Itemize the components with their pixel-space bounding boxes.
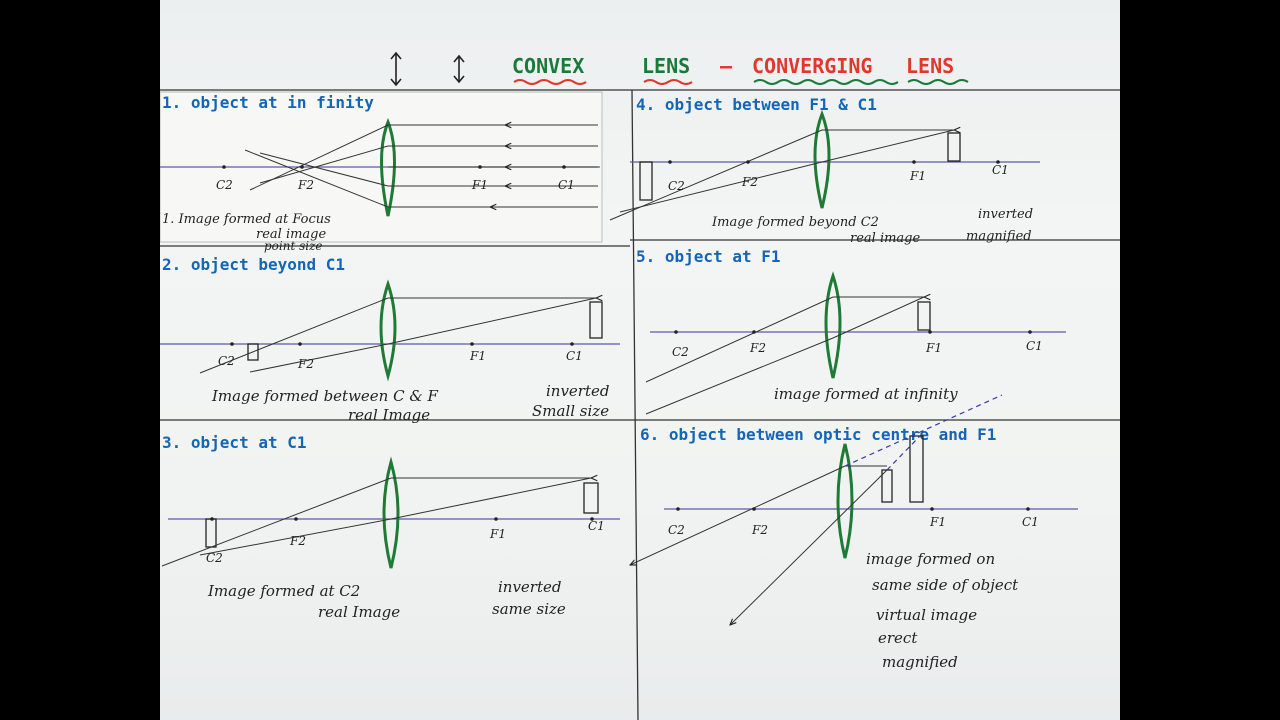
point-f1: F1 [469, 349, 486, 363]
panel-1-heading: 1. object at in finity [162, 93, 374, 112]
panel-1-note-1: 1. Image formed at Focus [162, 212, 331, 227]
point-c2: C2 [672, 345, 689, 359]
panel-4-note-4: magnified [966, 229, 1032, 244]
convex-lens-icon [813, 109, 831, 209]
panel-6-note-2: same side of object [872, 576, 1019, 594]
double-arrow-icon [390, 51, 402, 87]
point-f2: F2 [297, 178, 314, 192]
point-f1: F1 [925, 341, 942, 355]
object-arrow [583, 482, 599, 514]
convex-lens-icon [836, 443, 854, 559]
title-dash: – [720, 54, 733, 78]
panel-3-object-at-c1: 3. object at C1 F2 F1 C1 C2 Image formed… [161, 433, 620, 621]
panel-6-note-5: magnified [882, 653, 958, 671]
panel-3-note-1: Image formed at C2 [207, 582, 360, 600]
panel-4-note-2: real image [850, 231, 921, 246]
object-arrow [917, 301, 931, 331]
point-c2: C2 [668, 523, 685, 537]
point-f1: F1 [909, 169, 926, 183]
point-c1: C1 [1022, 515, 1039, 529]
panel-5-heading: 5. object at F1 [636, 247, 781, 266]
point-c1: C1 [992, 163, 1009, 177]
double-arrow-icon [453, 54, 465, 84]
title-lens-1: LENS [642, 54, 690, 78]
panel-3-heading: 3. object at C1 [162, 433, 307, 452]
title-convex: CONVEX [512, 54, 584, 78]
panel-3-note-2: real Image [318, 603, 400, 621]
point-f1: F1 [471, 178, 488, 192]
point-f2: F2 [741, 175, 758, 189]
point-f1: F1 [489, 527, 506, 541]
point-f2: F2 [751, 523, 768, 537]
point-c2: C2 [216, 178, 233, 192]
panel-6-heading: 6. object between optic centre and F1 [640, 425, 996, 444]
virtual-image-arrow [909, 435, 924, 503]
notebook-page: CONVEX LENS – CONVERGING LENS 1. object … [160, 0, 1120, 720]
image-arrow [247, 343, 259, 361]
point-f2: F2 [749, 341, 766, 355]
point-c1: C1 [566, 349, 583, 363]
object-arrow [881, 469, 893, 503]
title-lens-2: LENS [906, 54, 954, 78]
image-arrow [205, 518, 217, 548]
point-c1: C1 [558, 178, 575, 192]
point-c1: C1 [1026, 339, 1043, 353]
panel-6-note-3: virtual image [876, 606, 977, 624]
point-f2: F2 [289, 534, 306, 548]
point-c1: C1 [588, 519, 605, 533]
point-c2: C2 [218, 354, 235, 368]
panel-2-note-1: Image formed between C & F [211, 387, 438, 405]
panel-6-note-1: image formed on [866, 550, 995, 568]
object-arrow [589, 301, 603, 339]
panel-5-note-1: image formed at infinity [774, 385, 958, 403]
convex-lens-icon [380, 117, 396, 217]
panel-1-object-at-infinity: 1. object at in finity C2 F2 F1 C1 1. Im… [160, 91, 603, 253]
point-c2: C2 [206, 551, 223, 565]
page-title: CONVEX LENS – CONVERGING LENS [512, 54, 969, 85]
object-arrow [947, 132, 961, 162]
panel-2-object-beyond-c1: 2. object beyond C1 C2 F2 F1 C1 Image fo… [160, 255, 620, 424]
panel-2-heading: 2. object beyond C1 [162, 255, 345, 274]
panel-4-heading: 4. object between F1 & C1 [636, 95, 877, 114]
point-c2: C2 [668, 179, 685, 193]
panel-4-note-1: Image formed beyond C2 [711, 215, 879, 230]
letterbox-right [1120, 0, 1280, 720]
letterbox-left [0, 0, 160, 720]
panel-3-note-3: inverted [498, 578, 562, 596]
panel-4-object-between-f1-c1: 4. object between F1 & C1 C2 F2 F1 C1 Im… [609, 95, 1040, 246]
panel-3-note-4: same size [492, 600, 566, 618]
lens-diagram-sheet: CONVEX LENS – CONVERGING LENS 1. object … [160, 51, 1120, 720]
panel-6-note-4: erect [878, 629, 918, 647]
panel-2-note-2: real Image [348, 406, 430, 424]
convex-lens-icon [379, 279, 397, 382]
point-f1: F1 [929, 515, 946, 529]
point-f2: F2 [297, 357, 314, 371]
panel-4-note-3: inverted [978, 207, 1033, 222]
panel-1-note-3: point size [264, 239, 323, 253]
convex-lens-icon [382, 456, 400, 569]
panel-5-object-at-f1: 5. object at F1 C2 F2 F1 C1 image formed… [636, 247, 1066, 415]
panel-1-note-2: real image [256, 227, 327, 242]
image-arrow [639, 161, 653, 201]
panel-grid [160, 89, 1120, 720]
panel-2-note-3: inverted [546, 382, 610, 400]
panel-6-object-between-optic-centre-and-f1: 6. object between optic centre and F1 C2… [630, 394, 1078, 671]
panel-2-note-4: Small size [532, 402, 609, 420]
title-converging: CONVERGING [752, 54, 872, 78]
convex-lens-icon [824, 271, 842, 379]
